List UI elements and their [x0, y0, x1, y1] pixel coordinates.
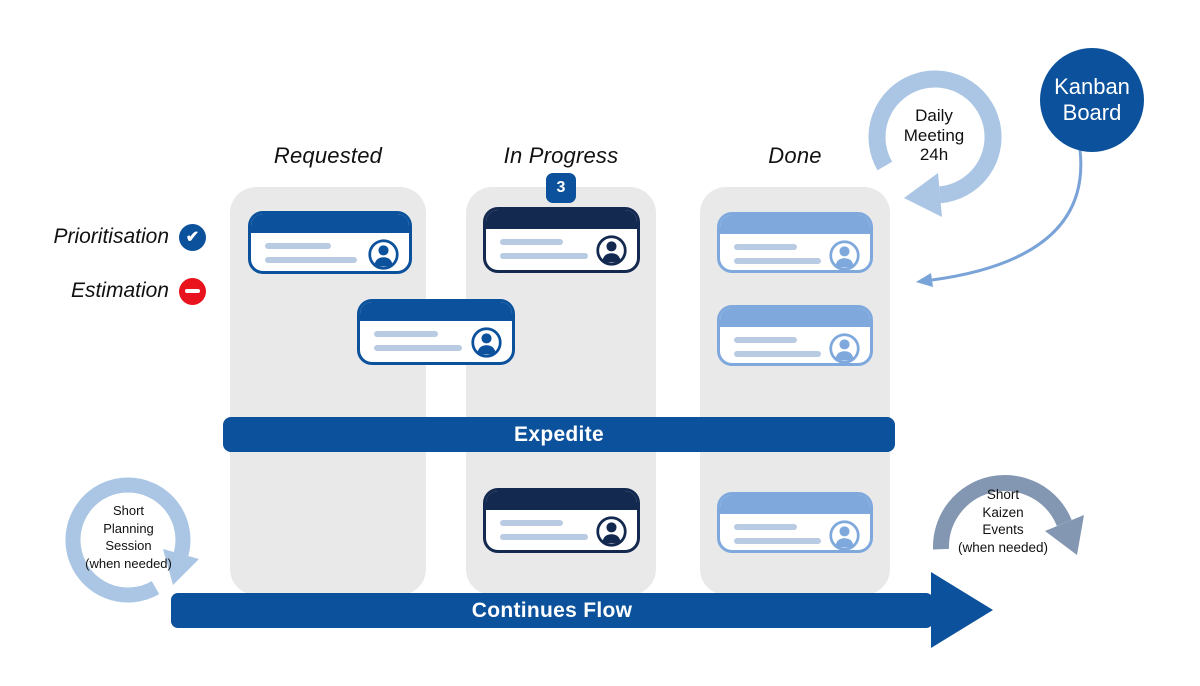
kanban-card	[717, 305, 873, 366]
legend-label: Prioritisation	[53, 225, 169, 248]
avatar-icon	[367, 238, 400, 271]
card-line	[734, 351, 821, 357]
flow-arrow-label: Continues Flow	[471, 598, 633, 622]
planning-label: Short Planning Session (when needed)	[85, 503, 172, 571]
legend-label: Estimation	[70, 279, 169, 302]
card-line	[734, 524, 797, 530]
kanban-card	[483, 488, 640, 553]
avatar-icon	[595, 515, 628, 548]
card-header	[720, 215, 870, 234]
expedite-banner: Expedite	[223, 417, 895, 452]
legend-row-estimation: Estimation	[0, 276, 206, 306]
card-header	[486, 210, 637, 229]
legend-row-prioritisation: Prioritisation ✔	[0, 222, 206, 252]
card-line	[500, 239, 564, 245]
card-header	[251, 214, 409, 233]
card-line	[500, 253, 588, 259]
daily-meeting-label: Daily Meeting 24h	[903, 106, 965, 165]
check-icon: ✔	[179, 223, 206, 251]
card-header	[360, 302, 512, 321]
avatar-icon	[595, 234, 628, 267]
kaizen-label: Short Kaizen Events (when needed)	[957, 487, 1049, 555]
kanban-card	[717, 212, 873, 273]
column-title-requested: Requested	[273, 143, 383, 168]
card-line	[265, 243, 332, 249]
kanban-card	[357, 299, 515, 365]
card-line	[500, 520, 564, 526]
avatar-icon	[470, 326, 503, 359]
wip-limit-badge: 3	[546, 173, 576, 203]
avatar-icon	[828, 519, 861, 550]
kanban-card	[248, 211, 412, 274]
card-line	[734, 538, 821, 544]
card-line	[734, 258, 821, 264]
flow-arrowhead-icon	[931, 572, 993, 648]
column-title-in-progress: In Progress	[503, 143, 619, 168]
kanban-connector-arrow-icon	[916, 149, 1083, 287]
kanban-card	[717, 492, 873, 553]
card-header	[486, 491, 637, 510]
no-entry-icon	[179, 277, 206, 305]
card-line	[265, 257, 357, 263]
card-line	[734, 337, 797, 343]
card-line	[374, 345, 463, 351]
kanban-board-label-line: Kanban	[1054, 73, 1130, 99]
card-line	[734, 244, 797, 250]
card-header	[720, 495, 870, 514]
avatar-icon	[828, 332, 861, 363]
kanban-board-label-line: Board	[1062, 100, 1122, 125]
card-line	[374, 331, 438, 337]
card-header	[720, 308, 870, 327]
column-title-done: Done	[768, 143, 822, 168]
kanban-card	[483, 207, 640, 273]
avatar-icon	[828, 239, 861, 270]
card-line	[500, 534, 588, 540]
kanban-board-bubble: Kanban Board	[1040, 48, 1144, 152]
flow-arrow: Continues Flow	[171, 593, 933, 628]
